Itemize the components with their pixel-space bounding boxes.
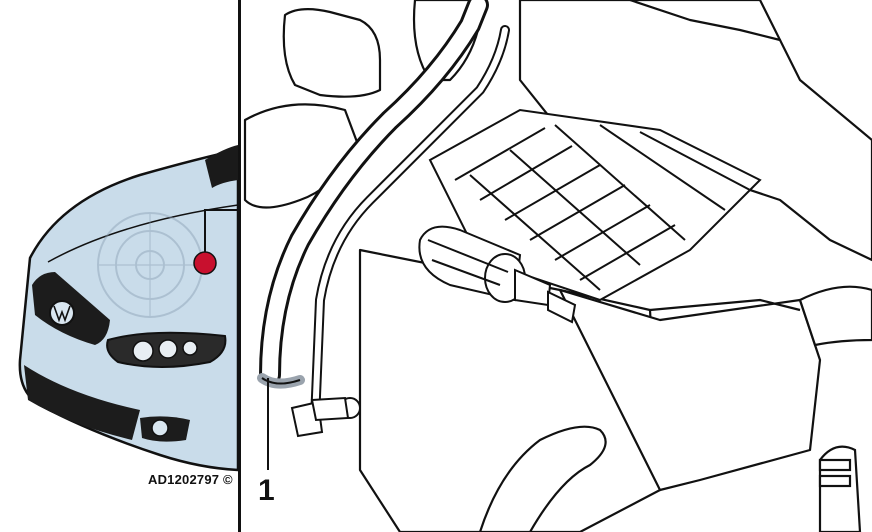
car-front-illustration	[18, 145, 238, 472]
upper-left-component	[282, 8, 382, 98]
red-dot-marker-icon	[193, 251, 217, 275]
reference-code: AD1202797 ©	[148, 472, 233, 487]
windshield-edge	[205, 145, 238, 188]
engine-ghost	[97, 212, 203, 318]
housing-side	[558, 288, 822, 492]
engine-bay-illustration	[243, 0, 872, 532]
engine-bay-detail-panel: 1	[241, 0, 872, 532]
marker-leader-line	[204, 209, 238, 255]
sensor-connector	[418, 225, 577, 324]
top-right-cover	[628, 0, 782, 42]
panel-divider	[238, 0, 241, 532]
callout-label-1: 1	[258, 474, 275, 507]
pipe-clamp	[290, 396, 361, 438]
lower-hoses	[478, 285, 872, 532]
lower-air-intake	[24, 365, 140, 440]
vw-emblem-icon	[49, 300, 75, 326]
car-locator-panel: AD1202797 ©	[0, 0, 238, 532]
